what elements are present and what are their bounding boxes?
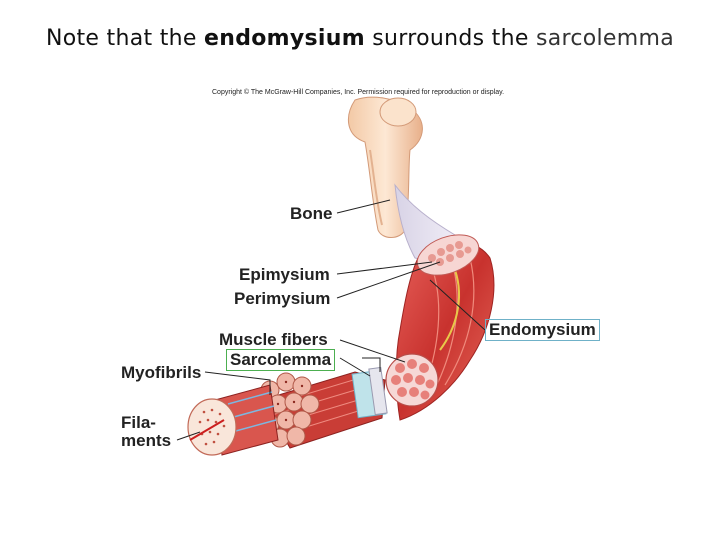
- title-endomysium: endomysium: [204, 26, 365, 51]
- copyright-notice: Copyright © The McGraw-Hill Companies, I…: [212, 89, 505, 96]
- fascicle-cross-section: [385, 353, 439, 407]
- label-filaments-line1: Fila-: [121, 413, 156, 432]
- label-epimysium: Epimysium: [239, 265, 330, 284]
- label-myofibrils: Myofibrils: [121, 363, 202, 382]
- myofibril-cross-section: [187, 384, 279, 456]
- filament-pointer: [189, 419, 225, 441]
- label-muscle-fibers: Muscle fibers: [219, 330, 328, 349]
- leader-lines: [176, 199, 486, 441]
- label-perimysium: Perimysium: [234, 289, 331, 308]
- title-part-3: surrounds the: [364, 26, 536, 51]
- label-bone: Bone: [290, 204, 333, 223]
- label-sarcolemma: Sarcolemma: [226, 349, 336, 371]
- title-sarcolemma: sarcolemma: [535, 26, 675, 51]
- title-part-1: Note that the: [45, 26, 205, 51]
- label-filaments-line2: ments: [121, 431, 172, 450]
- slide-title: Note that the endomysium surrounds the s…: [0, 26, 720, 51]
- label-endomysium: Endomysium: [485, 319, 600, 341]
